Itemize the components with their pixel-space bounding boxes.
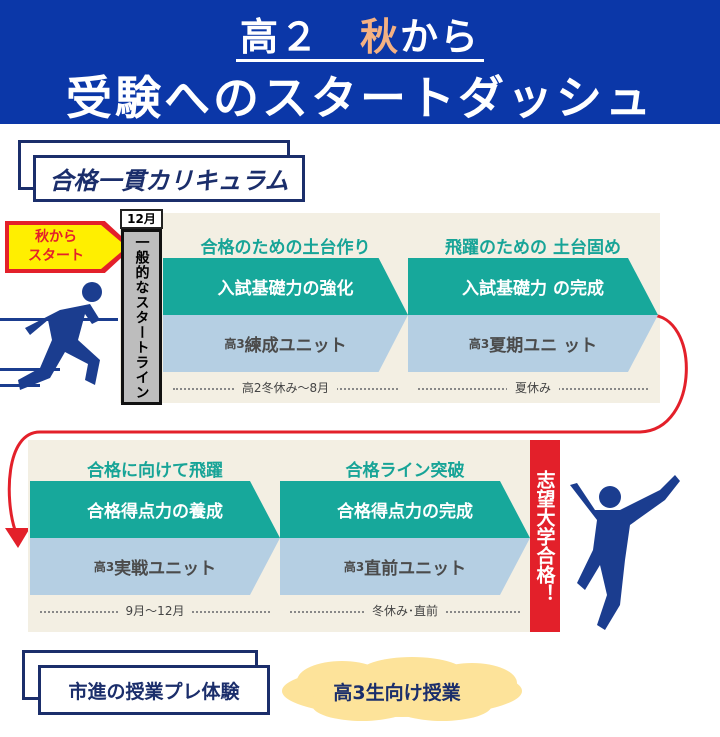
goal-banner: 志望大学合格！ xyxy=(530,440,560,632)
cloud-shape xyxy=(282,657,522,721)
unit-name: 練成ユニット xyxy=(244,336,347,356)
period-text: 9月～12月 xyxy=(117,604,193,618)
stage-goal-text: 合格得点力の完成 xyxy=(337,502,473,522)
stage-goal: 合格得点力の養成 xyxy=(30,481,280,538)
title-text: 高２ xyxy=(239,15,360,59)
progress-curve xyxy=(5,313,688,548)
general-start-line: 一般的なスタートライン xyxy=(121,229,162,405)
stage-goal-text: 入試基礎力の強化 xyxy=(217,279,354,299)
month-tag: 12月 xyxy=(120,209,163,229)
curriculum-label: 合格一貫カリキュラム xyxy=(33,155,305,202)
header-banner: 高２ 秋から 受験へのスタートダッシュ xyxy=(0,0,720,125)
title-line-2: 受験へのスタートダッシュ xyxy=(66,71,654,125)
unit-prefix: 高3 xyxy=(93,560,115,574)
period-label: 夏休み xyxy=(418,378,648,396)
stage-goal: 入試基礎力の強化 xyxy=(163,258,408,315)
jumping-person-icon xyxy=(570,475,680,630)
curve-arrowhead-icon xyxy=(5,528,30,548)
unit-prefix: 高3 xyxy=(468,337,490,351)
unit-name: 直前ユニット xyxy=(364,559,467,579)
stage-heading: 合格に向けて飛躍 xyxy=(87,461,223,481)
period-text: 冬休み･直前 xyxy=(363,604,446,618)
period-label: 高2冬休み～8月 xyxy=(173,378,398,396)
stage-heading: 合格ライン突破 xyxy=(345,461,465,481)
start-line-2: スタート xyxy=(28,248,84,264)
unit-name: 夏期ユニ ット xyxy=(489,336,598,356)
stage-goal-text: 入試基礎力 の完成 xyxy=(462,279,604,299)
stage-heading: 飛躍のための 土台固め xyxy=(445,238,621,258)
stage-heading: 合格のための土台作り xyxy=(200,238,371,258)
stage-goal: 入試基礎力 の完成 xyxy=(408,258,658,315)
title-accent: 秋 xyxy=(359,15,400,59)
unit-name: 実戦ユニット xyxy=(114,559,217,579)
unit-prefix: 高3 xyxy=(224,337,245,351)
stage-goal: 合格得点力の完成 xyxy=(280,481,530,538)
title-line-1: 高２ 秋から xyxy=(0,6,720,62)
period-label: 冬休み･直前 xyxy=(290,601,520,619)
runner-icon xyxy=(0,282,118,390)
period-text: 夏休み xyxy=(506,381,559,395)
title-text: から xyxy=(400,15,481,59)
stage-goal-text: 合格得点力の養成 xyxy=(87,502,223,522)
period-text: 高2冬休み～8月 xyxy=(233,381,338,395)
start-arrow-label: 秋から スタート xyxy=(9,225,127,269)
cloud-text: 高3生向け授業 xyxy=(333,682,461,704)
preview-label: 市進の授業プレ体験 xyxy=(38,665,270,715)
unit-prefix: 高3 xyxy=(343,560,365,574)
start-line-1: 秋から xyxy=(35,229,77,245)
period-label: 9月～12月 xyxy=(40,601,270,619)
